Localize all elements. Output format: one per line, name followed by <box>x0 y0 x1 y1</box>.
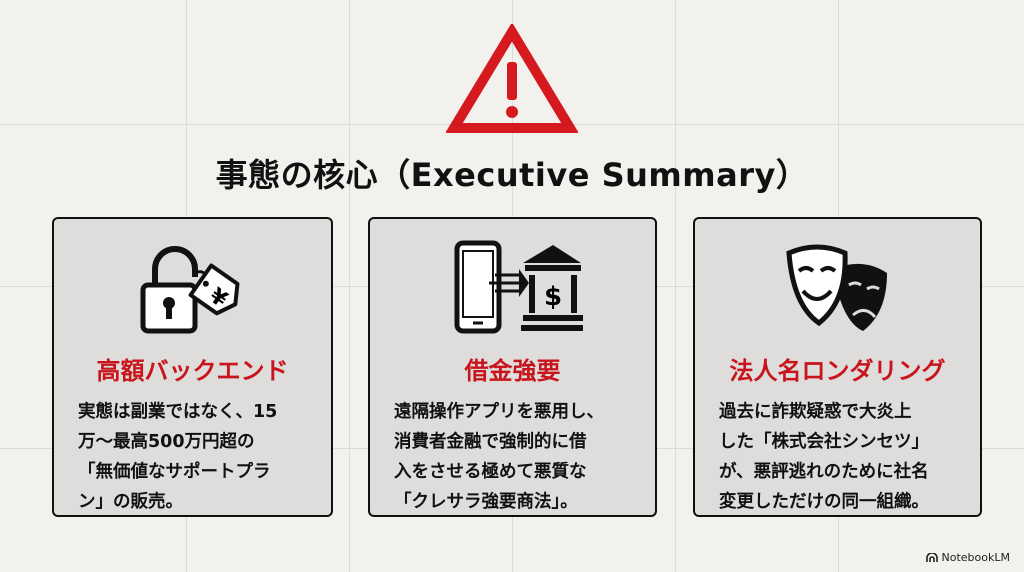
card-heading: 借金強要 <box>464 357 561 385</box>
warning-icon <box>446 24 578 133</box>
body-line: 変更しただけの同一組織。 <box>719 492 929 512</box>
padlock-price-tag-icon: ¥ <box>140 246 239 334</box>
card-body: 実態は副業ではなく、15 万〜最高500万円超の 「無価値なサポートプラ ン」の… <box>78 397 311 517</box>
card-heading: 法人名ロンダリング <box>729 357 946 385</box>
body-line: ン」の販売。 <box>78 492 183 512</box>
body-line: した「株式会社シンセツ」 <box>719 432 929 452</box>
card-body: 遠隔操作アプリを悪用し、 消費者金融で強制的に借 入をさせる極めて悪質な 「クレ… <box>394 397 635 517</box>
card-forced-borrowing: $ 借金強要 遠隔操作アプリを悪用し、 消費者金融で強制的に借 入をさせる極めて… <box>368 217 657 517</box>
card-heading: 高額バックエンド <box>96 357 289 385</box>
body-line: 遠隔操作アプリを悪用し、 <box>394 402 604 422</box>
card-body: 過去に詐欺疑惑で大炎上 した「株式会社シンセツ」 が、悪評逃れのために社名 変更… <box>719 397 960 517</box>
phone-to-bank-icon: $ <box>454 240 583 334</box>
body-line: 「クレサラ強要商法」。 <box>394 492 578 512</box>
page-title: 事態の核心（Executive Summary） <box>215 156 809 194</box>
brand-watermark: NotebookLM <box>925 551 1010 564</box>
body-line: 過去に詐欺疑惑で大炎上 <box>719 402 912 422</box>
body-line: 入をさせる極めて悪質な <box>394 462 587 482</box>
card-name-laundering: 法人名ロンダリング 過去に詐欺疑惑で大炎上 した「株式会社シンセツ」 が、悪評逃… <box>693 217 982 517</box>
body-line: が、悪評逃れのために社名 <box>719 462 929 482</box>
brand-label: NotebookLM <box>941 551 1010 564</box>
theater-masks-icon <box>785 244 887 331</box>
card-high-price-backend: ¥ 高額バックエンド 実態は副業ではなく、15 万〜最高500万円超の 「無価値… <box>52 217 333 517</box>
notebooklm-logo-icon <box>925 552 938 562</box>
body-line: 万〜最高500万円超の <box>78 432 255 452</box>
body-line: 消費者金融で強制的に借 <box>394 432 587 452</box>
body-line: 実態は副業ではなく、15 <box>78 402 278 422</box>
body-line: 「無価値なサポートプラ <box>78 462 271 482</box>
dollar-symbol: $ <box>543 282 561 312</box>
